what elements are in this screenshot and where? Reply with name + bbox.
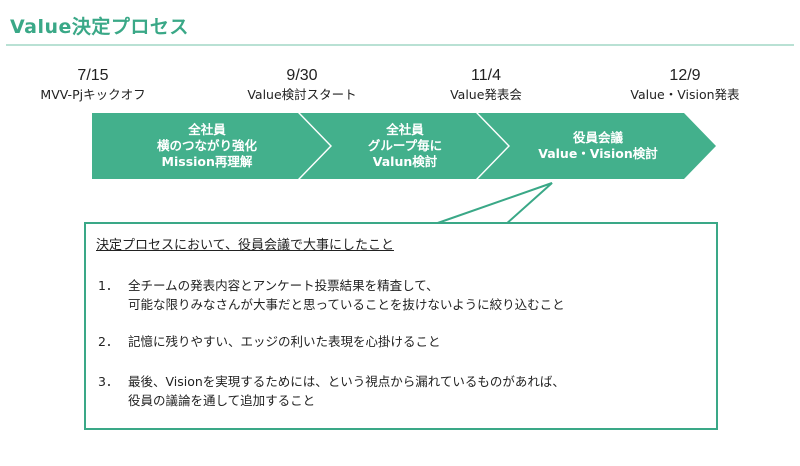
- milestone-value-presentation: 11/4 Value発表会: [430, 66, 542, 104]
- title-divider: [6, 44, 794, 46]
- stage-line: グループ毎に: [367, 138, 443, 153]
- page-title: Value決定プロセス: [10, 16, 189, 38]
- stage-line: 全社員: [188, 122, 226, 137]
- stage-2-text: 全社員 グループ毎に Valun検討: [330, 122, 480, 170]
- list-item: 1． 全チームの発表内容とアンケート投票結果を精査して、 可能な限りみなさんが大事…: [98, 276, 565, 314]
- milestone-label: Value検討スタート: [247, 87, 357, 102]
- milestone-value-start: 9/30 Value検討スタート: [232, 66, 372, 104]
- stage-line: Value・Vision検討: [538, 146, 658, 161]
- milestone-kickoff: 7/15 MVV-Pjキックオフ: [28, 66, 158, 104]
- item-text-continued: 役員の議論を通して追加すること: [128, 393, 316, 408]
- stage-line: 全社員: [386, 122, 424, 137]
- stage-line: Valun検討: [372, 154, 438, 169]
- list-item: 2． 記憶に残りやすい、エッジの利いた表現を心掛けること: [98, 332, 441, 351]
- milestone-label: Value発表会: [450, 87, 522, 102]
- item-text: 全チームの発表内容とアンケート投票結果を精査して、: [128, 278, 439, 293]
- item-text: 記憶に残りやすい、エッジの利いた表現を心掛けること: [128, 334, 441, 349]
- milestone-date: 12/9: [669, 67, 701, 84]
- milestone-date: 7/15: [77, 67, 109, 84]
- milestone-date: 11/4: [471, 67, 501, 84]
- milestone-label: MVV-Pjキックオフ: [40, 87, 146, 102]
- milestone-date: 9/30: [286, 67, 318, 84]
- milestone-label: Value・Vision発表: [630, 87, 740, 102]
- item-text: 最後、Visionを実現するためには、という視点から漏れているものがあれば、: [128, 374, 565, 389]
- stage-3-text: 役員会議 Value・Vision検討: [508, 130, 688, 162]
- item-number: 3．: [98, 374, 119, 389]
- callout-pointer: [431, 182, 553, 226]
- stage-1-text: 全社員 横のつながり強化 Mission再理解: [112, 122, 302, 170]
- milestone-value-vision-presentation: 12/9 Value・Vision発表: [610, 66, 760, 104]
- stage-line: 役員会議: [572, 130, 623, 145]
- stage-line: Mission再理解: [161, 154, 253, 169]
- item-text-continued: 可能な限りみなさんが大事だと思っていることを抜けないように絞り込むこと: [128, 297, 565, 312]
- stage-line: 横のつながり強化: [156, 138, 257, 153]
- stage-arrow-3: [478, 113, 716, 179]
- list-item: 3． 最後、Visionを実現するためには、という視点から漏れているものがあれば、…: [98, 372, 565, 410]
- callout-heading: 決定プロセスにおいて、役員会議で大事にしたこと: [96, 238, 394, 253]
- stage-arrow-2: [300, 113, 508, 179]
- item-number: 2．: [98, 334, 119, 349]
- item-number: 1．: [98, 278, 119, 293]
- stage-arrow-1: [92, 113, 330, 179]
- callout-box: 決定プロセスにおいて、役員会議で大事にしたこと 1． 全チームの発表内容とアンケー…: [84, 222, 718, 430]
